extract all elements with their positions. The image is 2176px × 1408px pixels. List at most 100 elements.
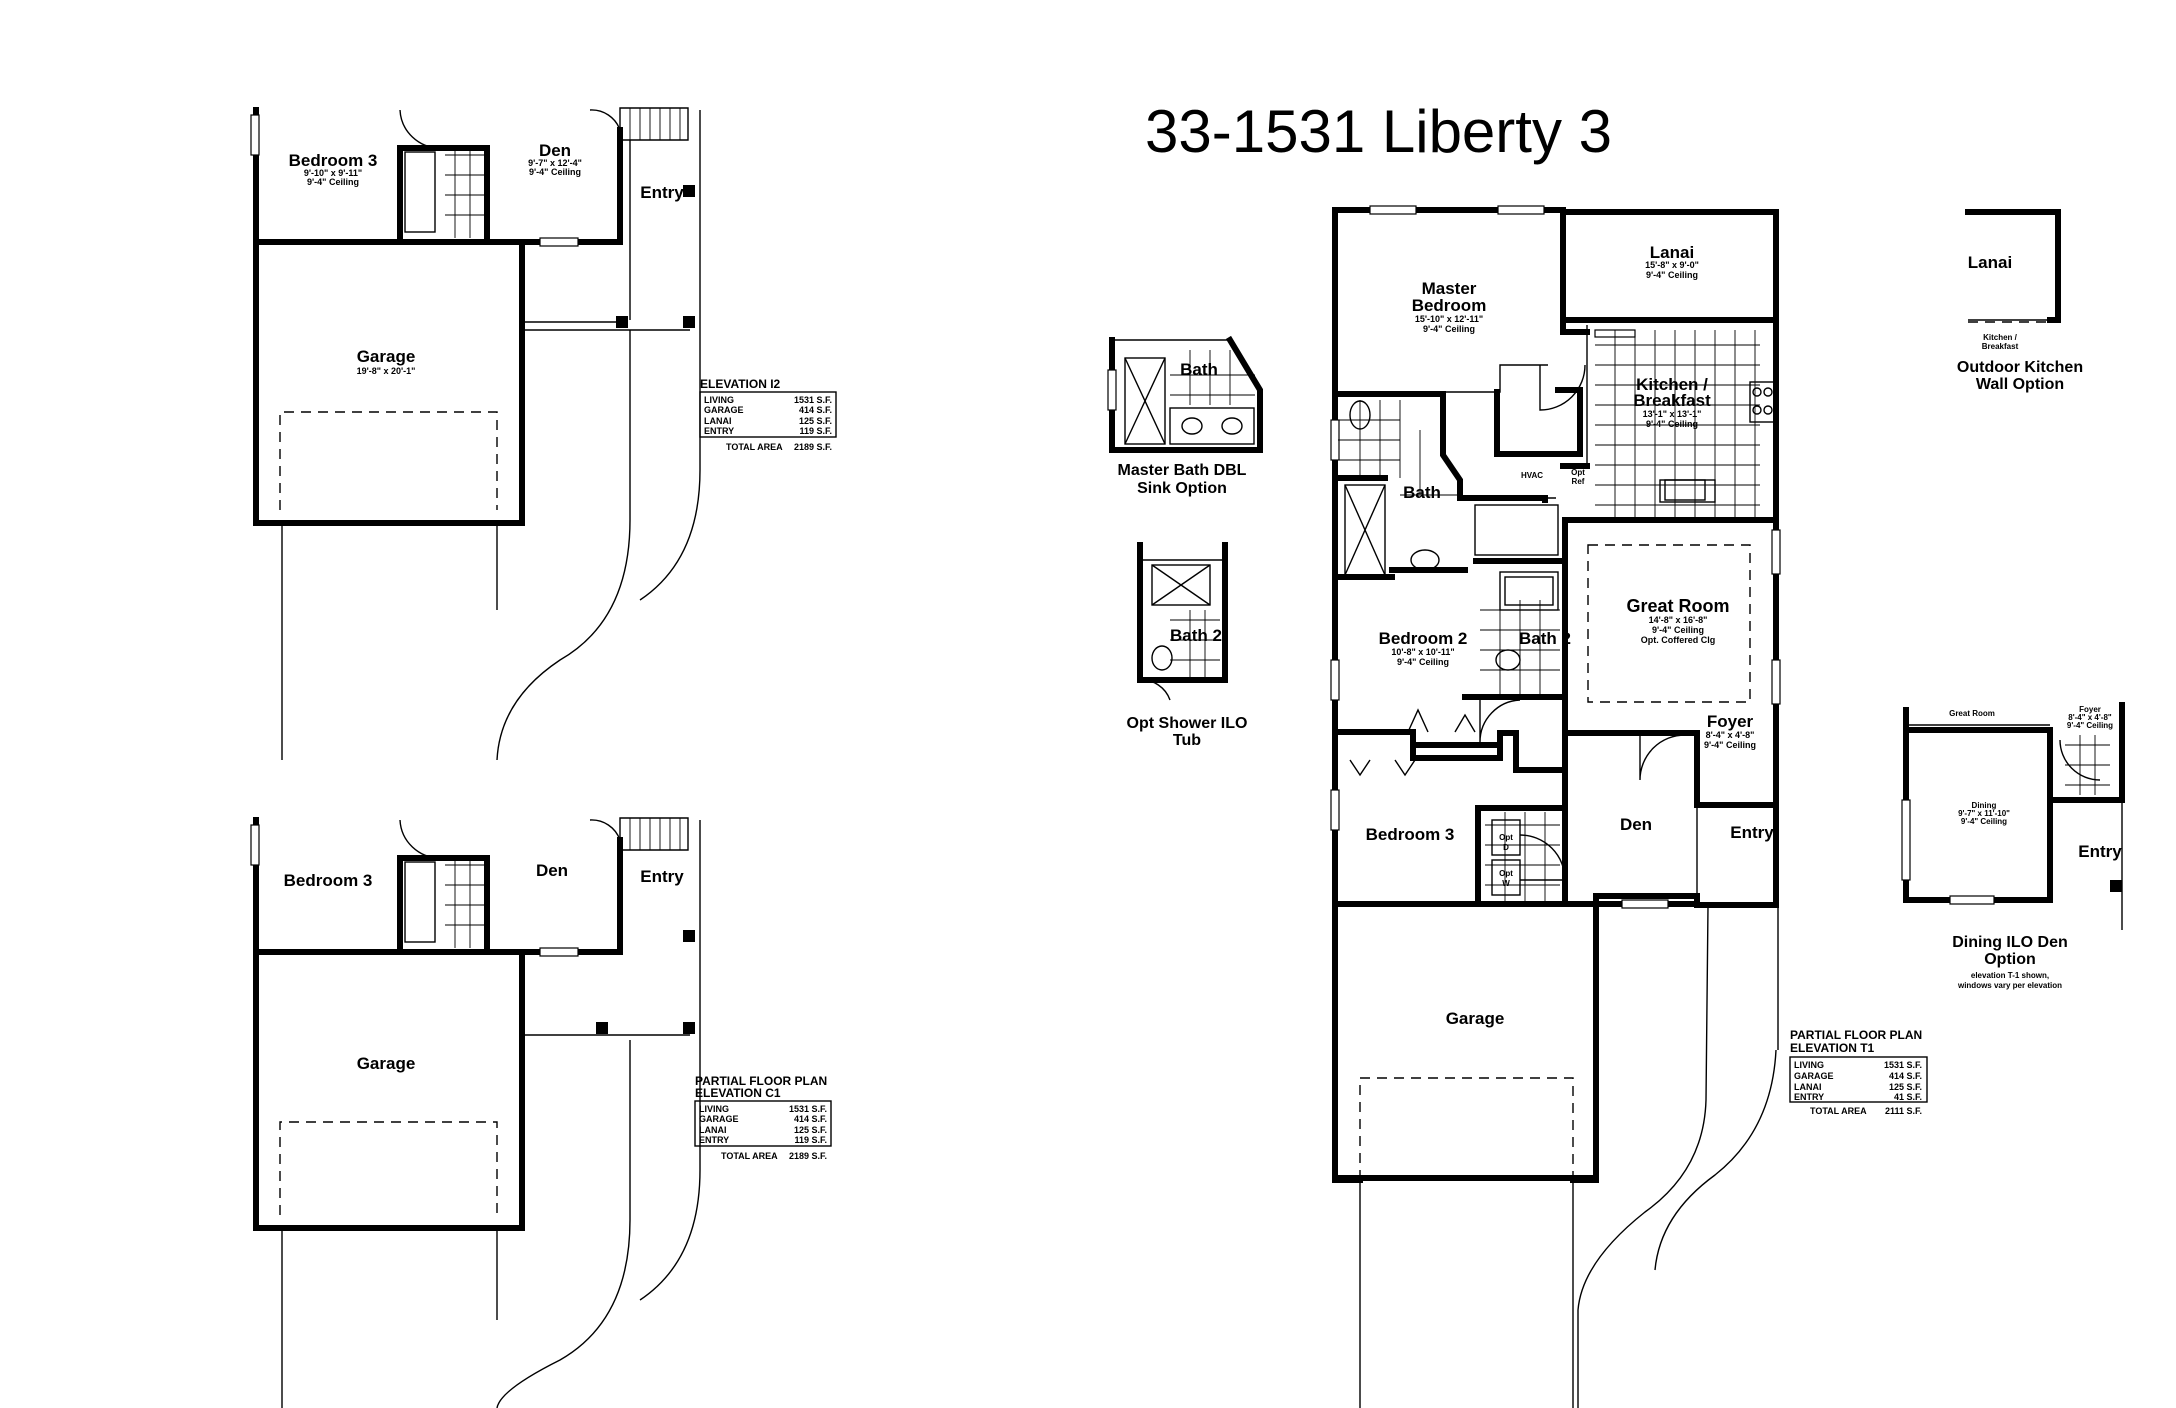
row-label: GARAGE [1794,1071,1834,1081]
row-value: 1531 S.F. [1884,1060,1922,1070]
row-label: LIVING [699,1104,729,1114]
room-ceiling-bedroom-2: 9'-4" Ceiling [1397,657,1449,667]
opt-w-2: W [1502,879,1510,888]
row-label: LANAI [1794,1082,1822,1092]
option-caption-shower-2: Tub [1173,732,1201,749]
option-room-bath: Bath [1180,360,1218,379]
row-label: ENTRY [699,1135,729,1145]
room-label-kitchen-2: Breakfast [1633,391,1711,410]
option-room-bath-2: Bath 2 [1170,626,1222,645]
total-label: TOTAL AREA [726,442,783,452]
room-ceiling-great-room: 9'-4" Ceiling [1652,625,1704,635]
total-label: TOTAL AREA [1810,1106,1867,1116]
opt-d-1: Opt [1499,833,1513,842]
room-size-den: 9'-7" x 12'-4" [528,158,582,168]
room-label-master-bedroom-2: Bedroom [1412,296,1487,315]
opt-ref-2: Ref [1572,477,1585,486]
option-shower: Bath 2 Opt Shower ILO Tub [1127,542,1248,749]
option-caption-dining-1: Dining ILO Den [1952,934,2068,951]
room-label-entry: Entry [640,183,684,202]
room-size-garage: 19'-8" x 20'-1" [357,366,416,376]
opt-w-1: Opt [1499,869,1513,878]
option-dining: Great Room Foyer 8'-4" x 4'-8" 9'-4" Cei… [1901,702,2125,990]
room-label-master-bedroom-1: Master [1422,279,1477,298]
room-label-garage: Garage [357,1054,416,1073]
option-dining-ceiling: 9'-4" Ceiling [1961,817,2007,826]
room-size-kitchen: 13'-1" x 13'-1" [1643,409,1702,419]
total-value: 2189 S.F. [789,1151,827,1161]
option-dining-foyer-size: 8'-4" x 4'-8" [2068,713,2112,722]
option-dining-foyer: Foyer [2079,705,2101,714]
option-caption-outdoor-kitchen-1: Outdoor Kitchen [1957,359,2083,376]
total-value: 2111 S.F. [1885,1106,1922,1116]
row-label: LIVING [704,395,734,405]
room-label-den: Den [539,141,571,160]
room-label-bedroom-3: Bedroom 3 [284,871,373,890]
row-value: 1531 S.F. [789,1104,827,1114]
room-size-bedroom-3: 9'-10" x 9'-11" [304,168,362,178]
room-label-bath-2: Bath 2 [1519,629,1571,648]
room-label-great-room: Great Room [1626,596,1729,616]
room-size-bedroom-2: 10'-8" x 10'-11" [1391,647,1454,657]
row-label: GARAGE [704,405,744,415]
option-caption-shower-1: Opt Shower ILO [1127,715,1248,732]
option-dining-entry: Entry [2078,842,2122,861]
row-value: 119 S.F. [799,426,832,436]
opt-ref-1: Opt [1571,468,1585,477]
room-label-bath: Bath [1403,483,1441,502]
room-label-foyer: Foyer [1707,712,1754,731]
row-value: 414 S.F. [1889,1071,1922,1081]
elevation-c1-plan: Bedroom 3 Den Entry Garage PARTIAL FLOOR… [250,817,832,1408]
opt-d-2: D [1503,843,1509,852]
option-dining-size: 9'-7" x 11'-10" [1958,809,2010,818]
option-sub-kitchen-2: Breakfast [1982,342,2019,351]
total-label: TOTAL AREA [721,1151,778,1161]
option-caption-dining-2: Option [1984,951,2036,968]
table-header-1: PARTIAL FLOOR PLAN [695,1074,827,1088]
room-label-bedroom-3: Bedroom 3 [1366,825,1455,844]
row-label: LANAI [704,416,732,426]
elevation-i2-plan: Bedroom 3 9'-10" x 9'-11" 9'-4" Ceiling … [250,107,837,761]
option-dining-label: Dining [1972,801,1997,810]
row-value: 125 S.F. [794,1125,827,1135]
room-size-foyer: 8'-4" x 4'-8" [1706,730,1755,740]
row-label: LANAI [699,1125,727,1135]
option-caption-master-bath-2: Sink Option [1137,480,1227,497]
room-label-garage: Garage [357,347,416,366]
room-label-den: Den [536,861,568,880]
room-label-kitchen-1: Kitchen / [1636,375,1708,394]
kitchen-tile [1595,330,1760,520]
room-ceiling-den: 9'-4" Ceiling [529,167,581,177]
row-value: 1531 S.F. [794,395,832,405]
room-size-great-room: 14'-8" x 16'-8" [1649,615,1708,625]
room-label-bedroom-3: Bedroom 3 [289,151,378,170]
option-sub-kitchen-1: Kitchen / [1983,333,2018,342]
row-value: 119 S.F. [794,1135,827,1145]
area-table-i2: ELEVATION I2 LIVING 1531 S.F. GARAGE 414… [699,377,837,452]
room-label-entry: Entry [640,867,684,886]
option-caption-outdoor-kitchen-2: Wall Option [1976,376,2064,393]
row-value: 414 S.F. [794,1114,827,1124]
room-size-master-bedroom: 15'-10" x 12'-11" [1415,314,1483,324]
table-header-1: PARTIAL FLOOR PLAN [1790,1028,1922,1042]
room-size-lanai: 15'-8" x 9'-0" [1645,260,1699,270]
room-ceiling-lanai: 9'-4" Ceiling [1646,270,1698,280]
room-ceiling-foyer: 9'-4" Ceiling [1704,740,1756,750]
row-value: 414 S.F. [799,405,832,415]
option-master-bath: Bath Master Bath DBL Sink Option [1107,335,1263,497]
option-caption-master-bath-1: Master Bath DBL [1118,462,1247,479]
option-note-dining-2: windows vary per elevation [1957,981,2062,990]
row-value: 125 S.F. [1889,1082,1922,1092]
row-label: ENTRY [704,426,734,436]
option-outdoor-kitchen: Lanai Kitchen / Breakfast Outdoor Kitche… [1957,209,2083,393]
option-dining-great-room: Great Room [1949,709,1995,718]
row-value: 41 S.F. [1894,1092,1922,1102]
option-dining-foyer-ceiling: 9'-4" Ceiling [2067,721,2113,730]
room-label-hvac: HVAC [1521,471,1543,480]
table-header-2: ELEVATION C1 [695,1086,781,1100]
area-table-t1: PARTIAL FLOOR PLAN ELEVATION T1 LIVING 1… [1789,1028,1928,1116]
row-label: GARAGE [699,1114,739,1124]
room-label-lanai: Lanai [1650,243,1694,262]
table-header-1: ELEVATION I2 [700,377,781,391]
